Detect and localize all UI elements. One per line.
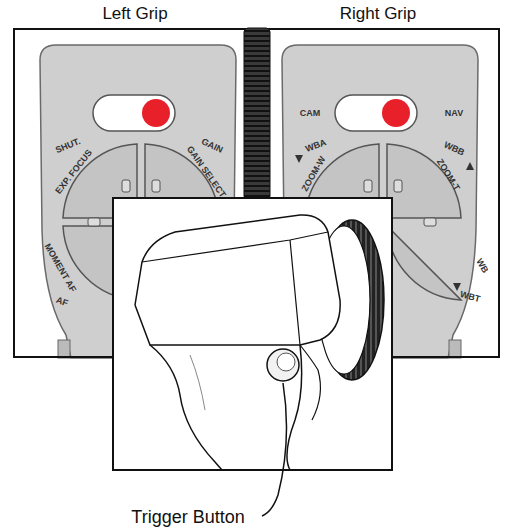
grip-heading: Left Grip [15, 4, 255, 24]
grip-heading: Right Grip [258, 4, 498, 24]
button-label: NAV [445, 109, 463, 118]
callout-label: Trigger Button [131, 508, 244, 526]
button-label: CAM [300, 109, 321, 118]
button-label: WB [474, 257, 489, 274]
